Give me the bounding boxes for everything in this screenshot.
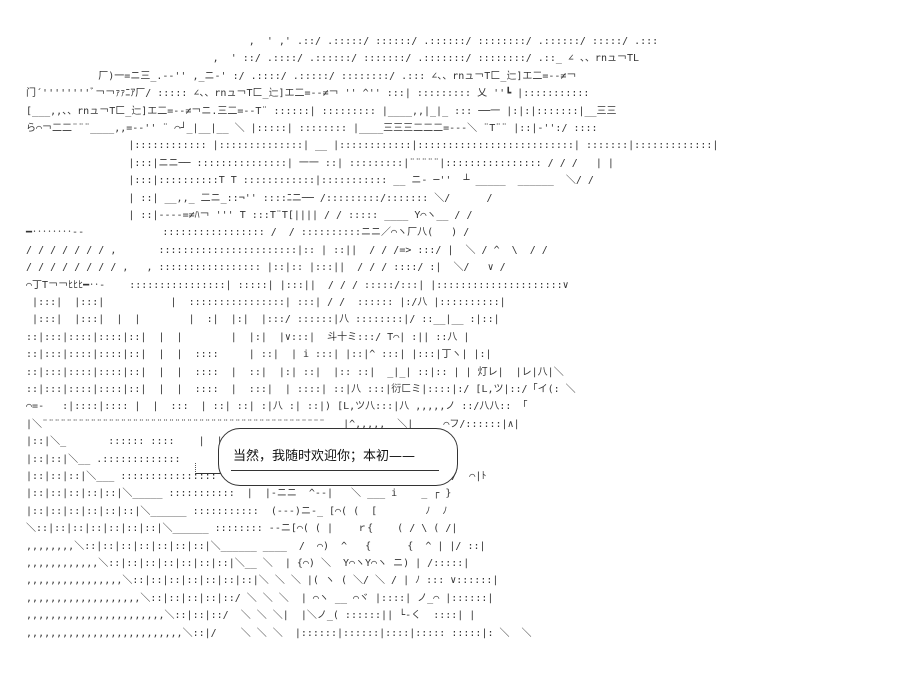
ascii-art-line: ,,,,,,,,,,,,,,,,＼::|::|::|::|::|::|::|＼ … bbox=[14, 575, 499, 587]
ascii-art-line: | ::| __,,_ 二ニ_::¬'' ::::ﾆニ── /:::::::::… bbox=[14, 192, 493, 204]
ascii-art-line: |＼¨¨¨¨¨¨¨¨¨¨¨¨¨¨¨¨¨¨¨¨¨¨¨¨¨¨¨¨¨¨¨¨¨¨¨¨¨¨… bbox=[14, 418, 520, 430]
ascii-art-line: |:::| |:::| | | | :| |:| |:::/ ::::::|八 … bbox=[14, 314, 500, 326]
ascii-art-line: ,,,,,,,,,,,,＼::|::|::|::|::|::|::|＼__ ＼ … bbox=[14, 558, 470, 569]
ascii-art-line: |:::::::::::: |::::::::::::::| __ |:::::… bbox=[14, 140, 719, 152]
ascii-art-line: | ::|‐‐‐‐=≠ﾊ￢ ''' T :::T¨T[|||| / / ::::… bbox=[14, 210, 473, 221]
ascii-art-line: |:::|::::::::::T T ::::::::::::|::::::::… bbox=[14, 175, 594, 187]
ascii-art-line: |:::|ニニ── :::::::::::::::| 一一 ::| ::::::… bbox=[14, 157, 614, 169]
speech-bubble: 当然，我随时欢迎你；本初—— bbox=[218, 428, 458, 486]
ascii-art-line: ,,,,,,,,＼::|::|::|::|::|::|::|＼______ __… bbox=[14, 540, 486, 552]
ascii-art-line: , ' ,' .::/ .:::::/ ::::::/ .::::::/ :::… bbox=[14, 36, 659, 47]
ascii-art-line: ⌒=- :|::::|:::: | | ::: | ::| ::| :|八 :|… bbox=[14, 401, 528, 413]
ascii-art-line: ⌒丁T￢￢ﾋﾋﾋ━‥- ::::::::::::::::| :::::| |::… bbox=[14, 279, 569, 291]
ascii-art-line: ,,,,,,,,,,,,,,,,,,,＼::|::|::|::|::/ ＼ ＼ … bbox=[14, 592, 494, 604]
ascii-art-line: |:::| |:::| | ::::::::::::::::| :::| / /… bbox=[14, 297, 506, 308]
ascii-art-line: ,,,,,,,,,,,,,,,,,,,,,,,＼::|::|::/ ＼ ＼ ＼|… bbox=[14, 610, 476, 622]
ascii-art-line: ら⌒￢二二¨¨¨____,,=‐‐'' ¨ ⌒┘_|__|__ ＼ |:::::… bbox=[14, 123, 598, 134]
ascii-art-line: 门´''''''''ﾞ￢￢ｧｧﾆｱ厂/ ::::: ∠、、rnュ￢T匚_辷]エ二… bbox=[14, 88, 590, 100]
ascii-art-line: [___,,、、rnュ￢T匚_辷]エ二=-‐≠￢ニ.三二=-‐T¨ ::::::… bbox=[14, 105, 617, 117]
ascii-art-line: ━‥‥‥‥-‐ ::::::::::::::::: / / ::::::::::… bbox=[14, 227, 470, 239]
ascii-art-line: ＼::|::|::|::|::|::|::|＼______ :::::::: ‐… bbox=[14, 523, 458, 535]
ascii-art-line: 厂)一=ニ三_.-‐'' ,_ニ-' :/ .::::/ .:::::/ :::… bbox=[14, 70, 577, 82]
ascii-art-line: ,,,,,,,,,,,,,,,,,,,,,,,,,,＼::|/ ＼ ＼ ＼ |:… bbox=[14, 627, 532, 639]
ascii-art-line: ::|:::|::::|::::|::| | | :::: | ::| | i … bbox=[14, 349, 492, 361]
speech-bubble-tail bbox=[195, 463, 222, 474]
speech-bubble-underline bbox=[231, 470, 439, 471]
speech-bubble-text: 当然，我随时欢迎你；本初—— bbox=[233, 449, 416, 464]
ascii-art-line: , ' ::/ .::::/ .::::::/ :::::::/ .::::::… bbox=[14, 53, 640, 65]
ascii-art-line: ::|:::|::::|::::|::| | | :::: | :::| | :… bbox=[14, 384, 576, 395]
ascii-art-line: ::|:::|::::|::::|::| | | | |:| |∨:::| 斗十… bbox=[14, 331, 470, 343]
ascii-art-line: ::|:::|::::|::::|::| | | :::: | ::| |:| … bbox=[14, 366, 564, 378]
ascii-art-line: |::|::|::|::|::|::|＼______ ::::::::::: (… bbox=[14, 505, 448, 517]
ascii-art-line: / / / / / / / , :::::::::::::::::::::::|… bbox=[14, 244, 548, 256]
ascii-art-line: |::|::|::|::|::|＼_____ ::::::::::: | |‐ニ… bbox=[14, 488, 452, 500]
ascii-art-line: / / / / / / / / , , ::::::::::::::::: |:… bbox=[14, 262, 506, 274]
